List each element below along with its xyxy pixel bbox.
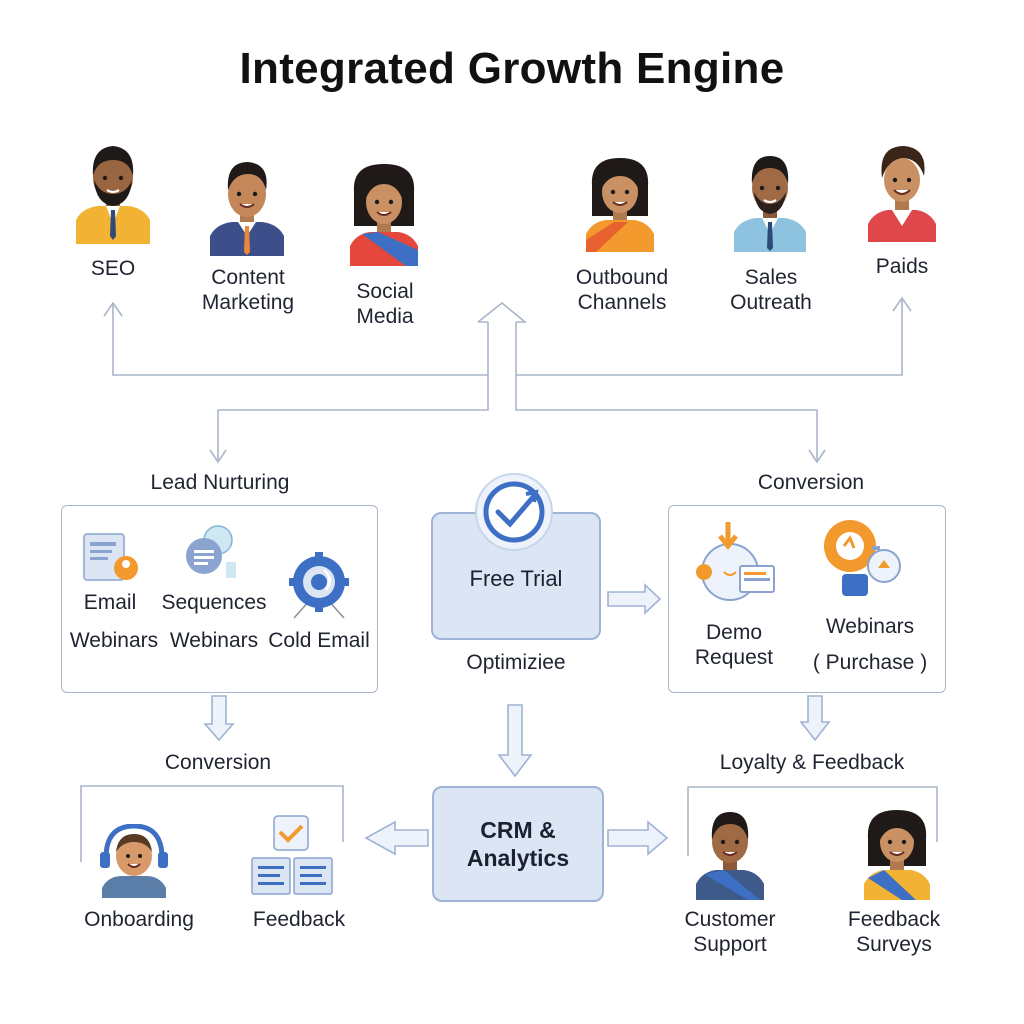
person-avatar-icon <box>734 156 806 252</box>
checkmark-circle-icon <box>475 473 553 551</box>
bracket-loyalty <box>687 786 938 856</box>
channel-label-social-media: Social Media <box>356 280 414 328</box>
email-icon <box>83 533 138 581</box>
person-avatar-icon <box>864 810 930 900</box>
channel-label-sales-outreath: Sales Outreath <box>730 266 812 314</box>
person-avatar-icon <box>350 164 418 266</box>
arrow-trial-conversion <box>607 583 662 615</box>
gear-icon <box>289 552 349 619</box>
conversion-item-webinars-purchase: Webinars ( Purchase ) <box>812 615 928 674</box>
arrow-conversion-down <box>799 695 831 742</box>
lead-bottom-webinars-2: Webinars <box>169 629 259 652</box>
lead-item-sequences: Sequences <box>161 591 267 614</box>
person-avatar-icon <box>76 146 150 244</box>
channel-label-content-marketing: Content Marketing <box>201 266 295 314</box>
arrow-lead-down <box>203 695 235 742</box>
webinar-gear-icon <box>824 520 901 596</box>
channel-label-seo: SEO <box>90 257 136 280</box>
sequences-icon <box>186 525 236 578</box>
free-trial-caption: Optimiziee <box>466 651 566 674</box>
page-title: Integrated Growth Engine <box>239 44 785 93</box>
connector-lead <box>217 375 489 460</box>
bracket-conversion-bottom <box>80 785 344 862</box>
arrow-trial-down <box>497 704 533 778</box>
conversion-bottom-heading: Conversion <box>164 751 272 774</box>
channel-label-paids: Paids <box>875 255 929 278</box>
lead-nurturing-heading: Lead Nurturing <box>150 471 290 494</box>
conversion-item-feedback: Feedback <box>252 908 346 931</box>
conversion-top-heading: Conversion <box>757 471 865 494</box>
loyalty-item-feedback-surveys: Feedback Surveys <box>847 908 941 956</box>
conversion-top-box <box>668 505 946 693</box>
conversion-item-onboarding: Onboarding <box>84 908 194 931</box>
lead-item-email: Email <box>83 591 137 614</box>
feedback-form-icon <box>251 815 333 895</box>
headset-agent-icon <box>100 824 168 898</box>
loyalty-heading: Loyalty & Feedback <box>719 751 905 774</box>
free-trial-box: Free Trial <box>431 512 601 640</box>
connector-conversion <box>515 375 818 460</box>
lead-bottom-cold-email: Cold Email <box>268 629 370 652</box>
connector-paids <box>515 300 903 376</box>
loyalty-item-customer-support: Customer Support <box>684 908 776 956</box>
demo-request-icon <box>696 522 775 601</box>
lead-bottom-webinars-1: Webinars <box>69 629 159 652</box>
person-avatar-icon <box>586 158 654 252</box>
crm-analytics-label: CRM & Analytics <box>466 817 570 871</box>
free-trial-label: Free Trial <box>469 566 563 591</box>
person-avatar-icon <box>868 146 936 242</box>
connector-seo <box>112 305 489 376</box>
person-avatar-icon <box>696 812 764 900</box>
person-avatar-icon <box>210 162 284 256</box>
crm-analytics-box: CRM & Analytics <box>432 786 604 902</box>
arrow-crm-left <box>364 820 429 856</box>
channel-label-outbound-channels: Outbound Channels <box>575 266 669 314</box>
conversion-item-demo-request: Demo Request <box>694 621 774 669</box>
arrow-crm-right <box>607 820 669 856</box>
